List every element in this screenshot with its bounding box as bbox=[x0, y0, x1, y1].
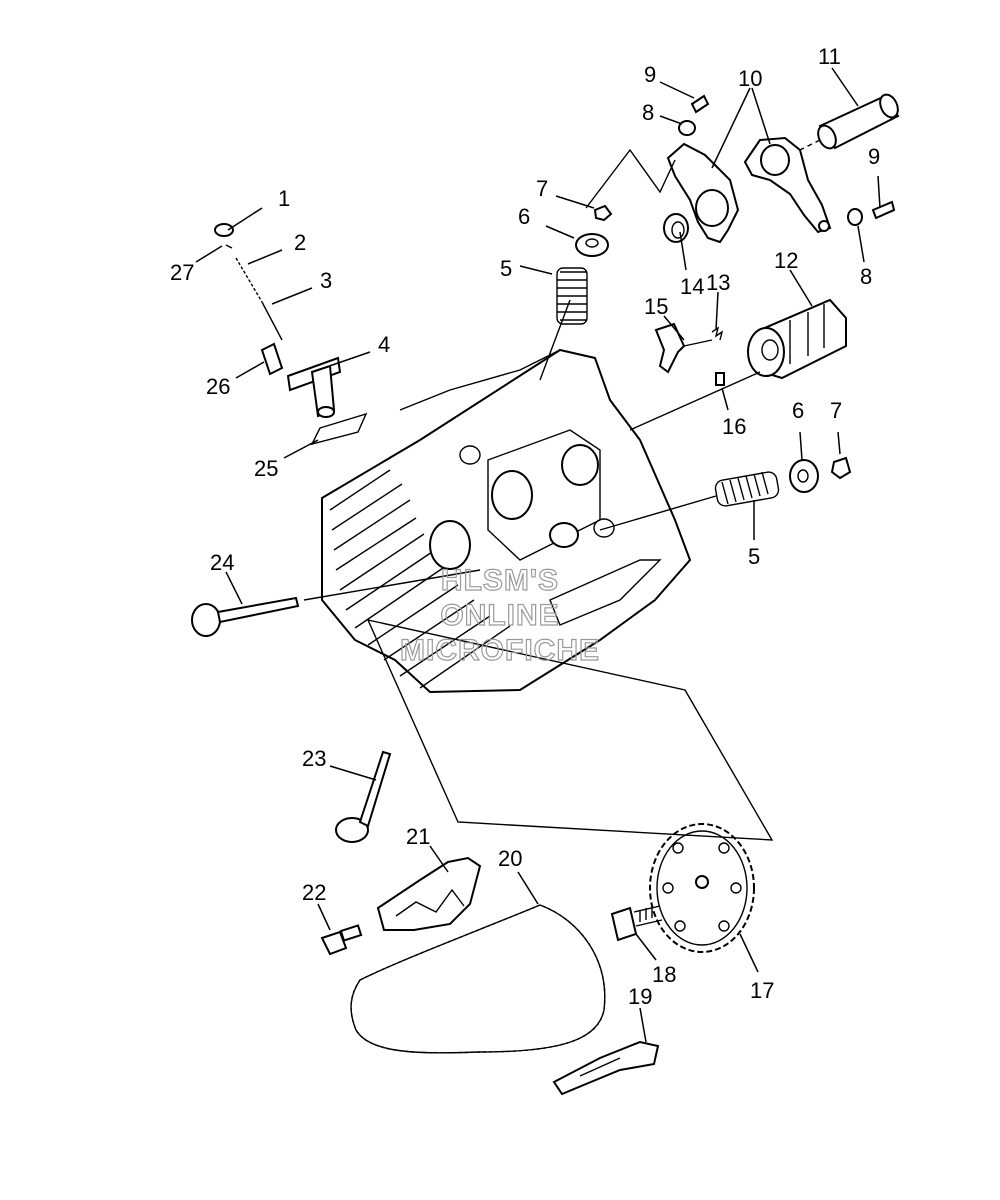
callout-8-upper: 8 bbox=[642, 100, 654, 125]
callout-5-upper: 5 bbox=[500, 256, 512, 281]
callout-3: 3 bbox=[320, 268, 332, 293]
reference-lines bbox=[303, 148, 774, 841]
adjuster-screw-part bbox=[690, 94, 896, 220]
small-spring-part bbox=[711, 326, 724, 341]
callout-labels: 1 2 3 4 5 5 6 6 7 7 8 8 9 9 10 11 12 13 … bbox=[170, 44, 880, 1009]
callout-17: 17 bbox=[750, 978, 774, 1003]
callout-6-upper: 6 bbox=[518, 204, 530, 229]
valve-spring-part bbox=[556, 267, 780, 507]
tensioner-assembly-part bbox=[214, 223, 368, 446]
callout-20: 20 bbox=[498, 846, 522, 871]
callout-12: 12 bbox=[774, 248, 798, 273]
callout-23: 23 bbox=[302, 746, 326, 771]
callout-1: 1 bbox=[278, 186, 290, 211]
callout-26: 26 bbox=[206, 374, 230, 399]
watermark-line-2: ONLINE bbox=[440, 599, 559, 632]
callout-14: 14 bbox=[680, 274, 704, 299]
cylinder-head-part bbox=[321, 348, 692, 694]
callout-2: 2 bbox=[294, 230, 306, 255]
cam-sprocket-part bbox=[649, 823, 755, 953]
callout-6-lower: 6 bbox=[792, 398, 804, 423]
callout-13: 13 bbox=[706, 270, 730, 295]
callout-9-lower: 9 bbox=[868, 144, 880, 169]
callout-8-lower: 8 bbox=[860, 264, 872, 289]
dowel-pin-part bbox=[715, 372, 725, 386]
callout-25: 25 bbox=[254, 456, 278, 481]
callout-19: 19 bbox=[628, 984, 652, 1009]
decompressor-part bbox=[654, 322, 713, 374]
callout-4: 4 bbox=[378, 332, 390, 357]
camshaft-part bbox=[746, 298, 847, 380]
circlip-part bbox=[663, 213, 689, 243]
callout-21: 21 bbox=[406, 824, 430, 849]
chain-guide-part bbox=[376, 856, 482, 931]
lower-chain-guide-part bbox=[552, 1040, 660, 1096]
watermark-line-1: HLSM'S bbox=[441, 564, 559, 597]
callout-9-upper: 9 bbox=[644, 62, 656, 87]
rocker-arms-part bbox=[666, 136, 832, 244]
exhaust-valve-part bbox=[191, 596, 300, 637]
intake-valve-part bbox=[335, 750, 392, 843]
callout-7-lower: 7 bbox=[830, 398, 842, 423]
callout-15: 15 bbox=[644, 294, 668, 319]
sprocket-bolt-part bbox=[610, 905, 663, 942]
timing-chain-part bbox=[350, 904, 606, 1054]
spring-retainer-part bbox=[575, 233, 819, 493]
callout-24: 24 bbox=[210, 550, 234, 575]
leader-lines bbox=[195, 67, 881, 1043]
callout-27: 27 bbox=[170, 260, 194, 285]
callout-18: 18 bbox=[652, 962, 676, 987]
callout-11: 11 bbox=[818, 44, 841, 69]
valve-keeper-part bbox=[593, 204, 852, 480]
callout-10: 10 bbox=[738, 66, 762, 91]
watermark-line-3: MICROFICHE bbox=[400, 634, 600, 667]
guide-bolt-part bbox=[320, 924, 363, 956]
watermark: HLSM'S ONLINE MICROFICHE bbox=[399, 563, 600, 667]
lock-nut-part bbox=[678, 120, 863, 226]
callout-5-lower: 5 bbox=[748, 544, 760, 569]
callout-7-upper: 7 bbox=[536, 176, 548, 201]
callout-22: 22 bbox=[302, 880, 326, 905]
callout-16: 16 bbox=[722, 414, 746, 439]
